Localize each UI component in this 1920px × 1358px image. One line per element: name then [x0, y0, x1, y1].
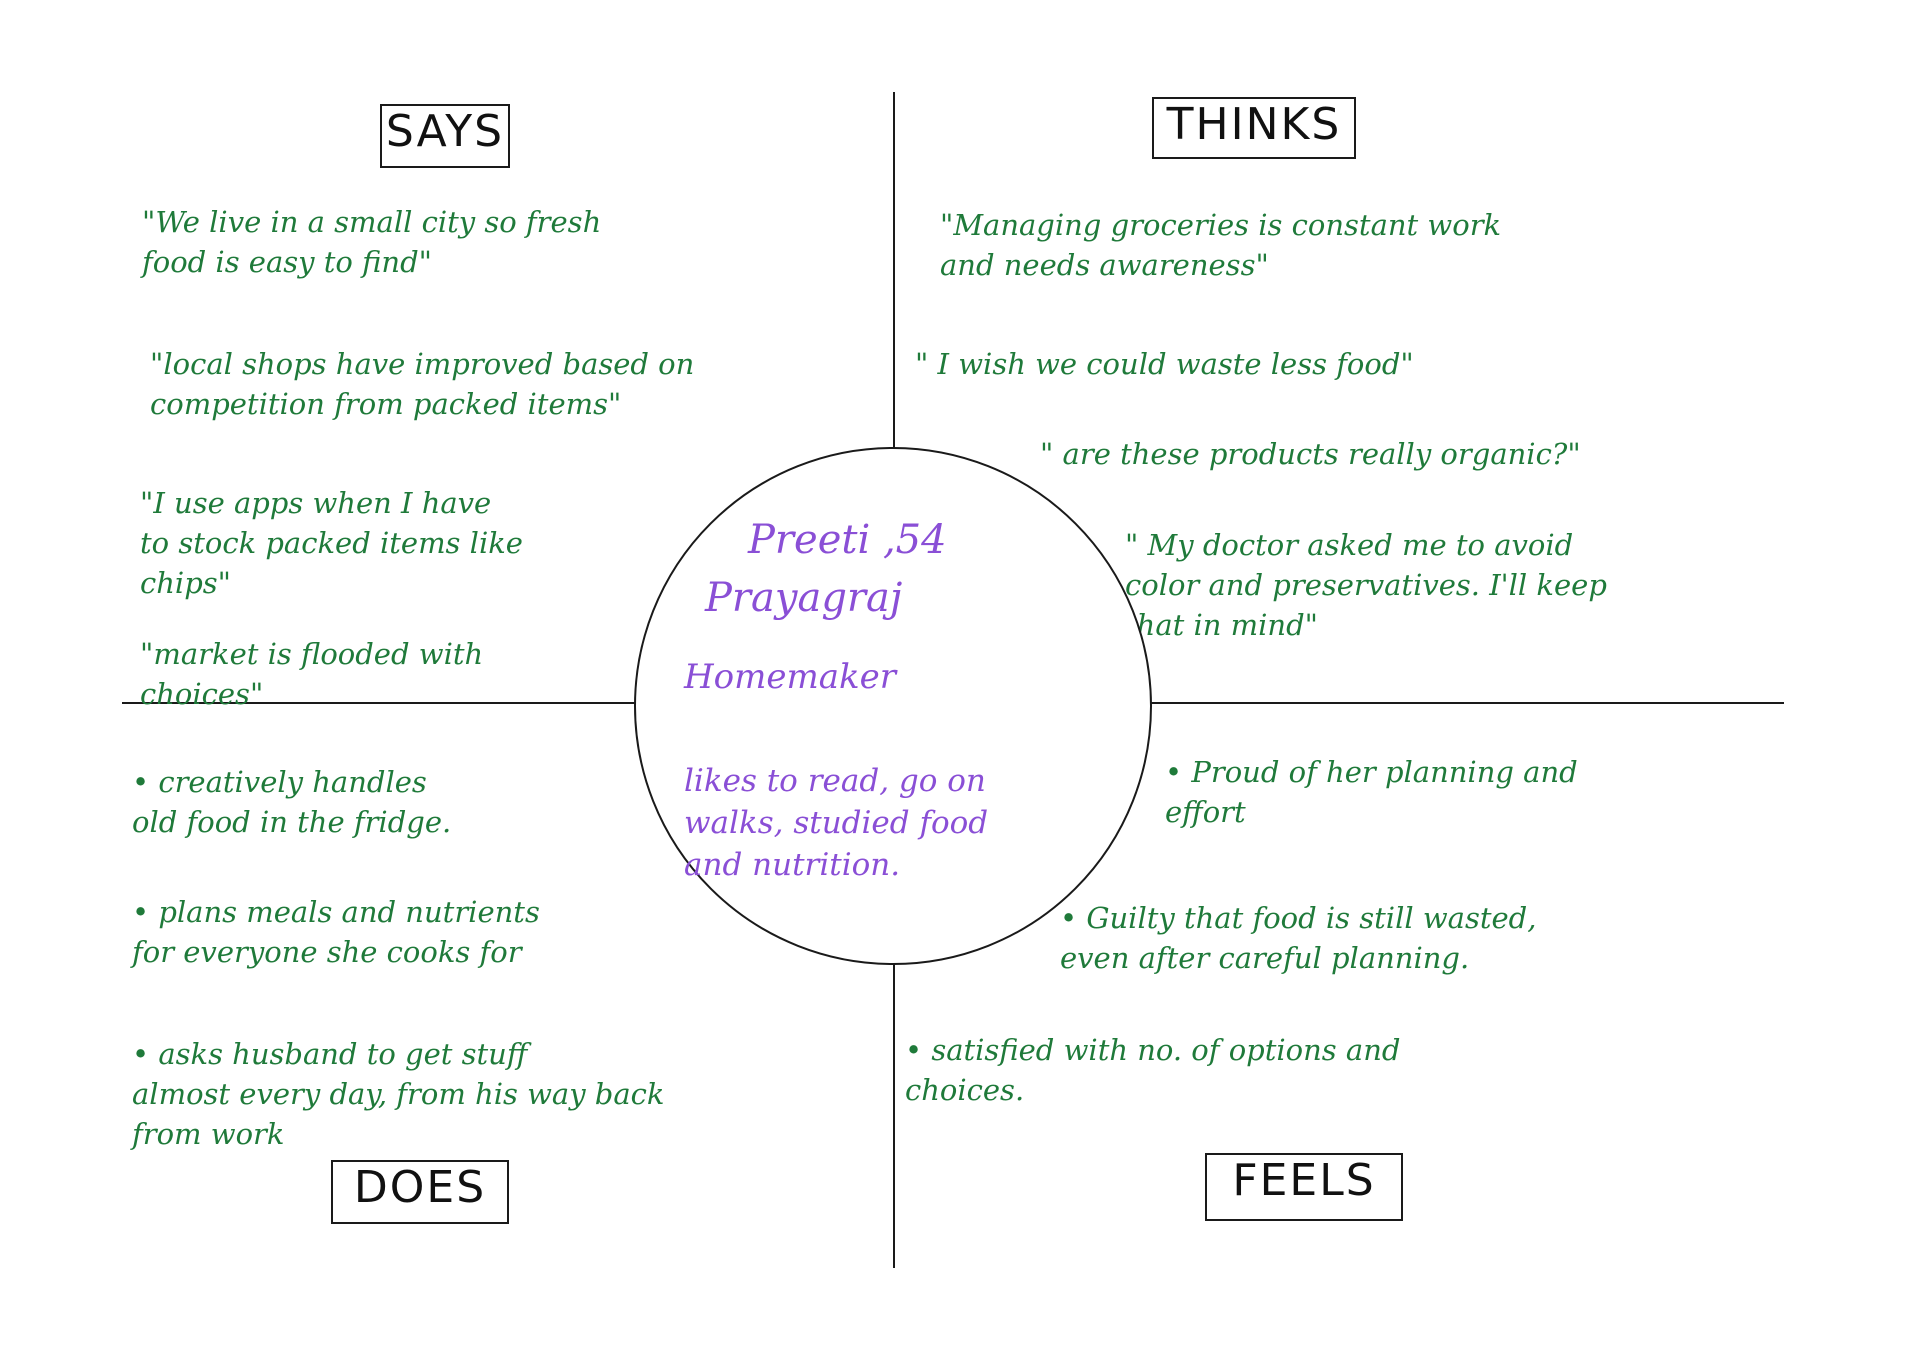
does-note-2: • plans meals and nutrients for everyone… — [132, 895, 540, 969]
persona-name-age: Preeti ,54 — [748, 517, 947, 563]
persona-interests: likes to read, go on walks, studied food… — [684, 763, 989, 883]
feels-label: FEELS — [1205, 1153, 1403, 1221]
feels-note-3: • satisfied with no. of options and choi… — [905, 1033, 1401, 1107]
thinks-note-2: " I wish we could waste less food" — [915, 347, 1414, 381]
feels-note-2: • Guilty that food is still wasted, even… — [1060, 901, 1537, 975]
does-note-3: • asks husband to get stuff almost every… — [132, 1037, 665, 1151]
thinks-note-1: "Managing groceries is constant work and… — [940, 208, 1502, 282]
says-note-4: "market is flooded with choices" — [140, 637, 484, 711]
persona-city: Prayagraj — [705, 575, 903, 621]
thinks-label: THINKS — [1152, 97, 1356, 159]
thinks-note-4: " My doctor asked me to avoid color and … — [1125, 528, 1607, 642]
does-label: DOES — [331, 1160, 509, 1224]
persona-role: Homemaker — [684, 657, 896, 697]
says-note-1: "We live in a small city so fresh food i… — [142, 205, 602, 279]
feels-note-1: • Proud of her planning and effort — [1165, 755, 1578, 829]
says-label: SAYS — [380, 104, 510, 168]
thinks-note-3: " are these products really organic?" — [1040, 437, 1581, 471]
does-note-1: • creatively handles old food in the fri… — [132, 765, 452, 839]
says-note-3: "I use apps when I have to stock packed … — [140, 486, 523, 600]
persona-circle — [634, 447, 1152, 965]
says-note-2: "local shops have improved based on comp… — [150, 347, 695, 421]
